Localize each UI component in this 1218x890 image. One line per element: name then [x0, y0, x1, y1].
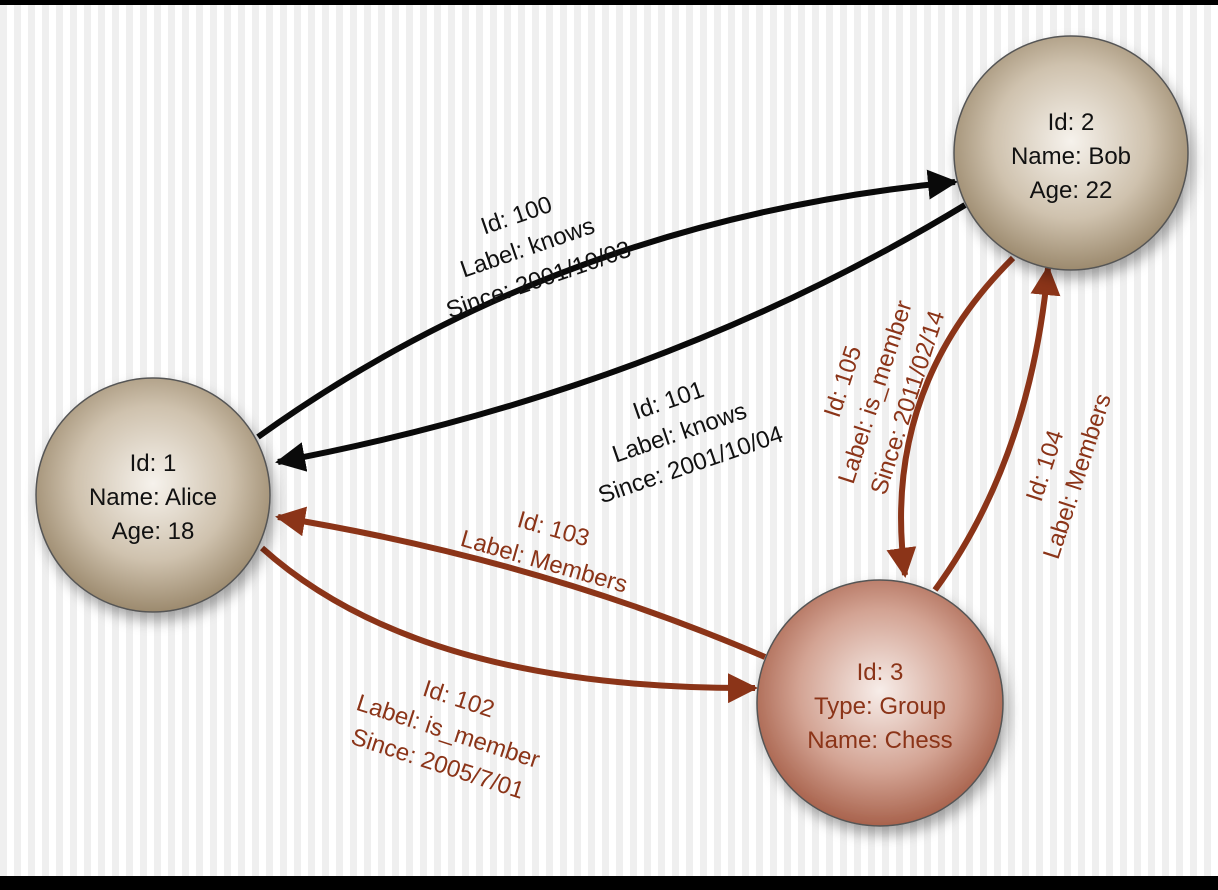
edge-102-label: Id: 102 Label: is_member Since: 2005/7/0…: [348, 675, 543, 805]
edge-105-label: Id: 105 Label: is_member Since: 2011/02/…: [819, 297, 950, 498]
edge-101-line: [275, 202, 967, 472]
node-chess: [756, 579, 1004, 827]
edge-101-label: Id: 101 Label: knows Since: 2001/10/04: [595, 376, 787, 509]
svg-text:Age: 22: Age: 22: [1030, 177, 1113, 204]
edge-104-line: [932, 265, 1061, 592]
node-alice: [35, 377, 271, 613]
node-chess-label: Id: 3 Type: Group Name: Chess: [807, 659, 952, 754]
edge-103-line: [275, 506, 767, 660]
svg-text:Name: Alice: Name: Alice: [89, 484, 217, 511]
svg-text:Id: 3: Id: 3: [857, 659, 904, 686]
edge-105-line: [886, 255, 1016, 578]
svg-text:Name: Bob: Name: Bob: [1011, 143, 1131, 170]
node-bob-label: Id: 2 Name: Bob Age: 22: [1011, 109, 1131, 204]
svg-text:Age: 18: Age: 18: [112, 518, 195, 545]
svg-text:Type: Group: Type: Group: [814, 693, 946, 720]
svg-text:Id: 2: Id: 2: [1048, 109, 1095, 136]
edge-102-line: [259, 545, 758, 704]
svg-text:Id: 1: Id: 1: [130, 450, 177, 477]
edge-100-line: [256, 169, 958, 440]
node-bob: [953, 35, 1189, 271]
edge-100-label: Id: 100 Label: knows Since: 2001/10/03: [443, 191, 635, 324]
svg-text:Name: Chess: Name: Chess: [807, 727, 952, 754]
edge-103-label: Id: 103 Label: Members: [458, 506, 631, 598]
node-alice-label: Id: 1 Name: Alice Age: 18: [89, 450, 217, 545]
